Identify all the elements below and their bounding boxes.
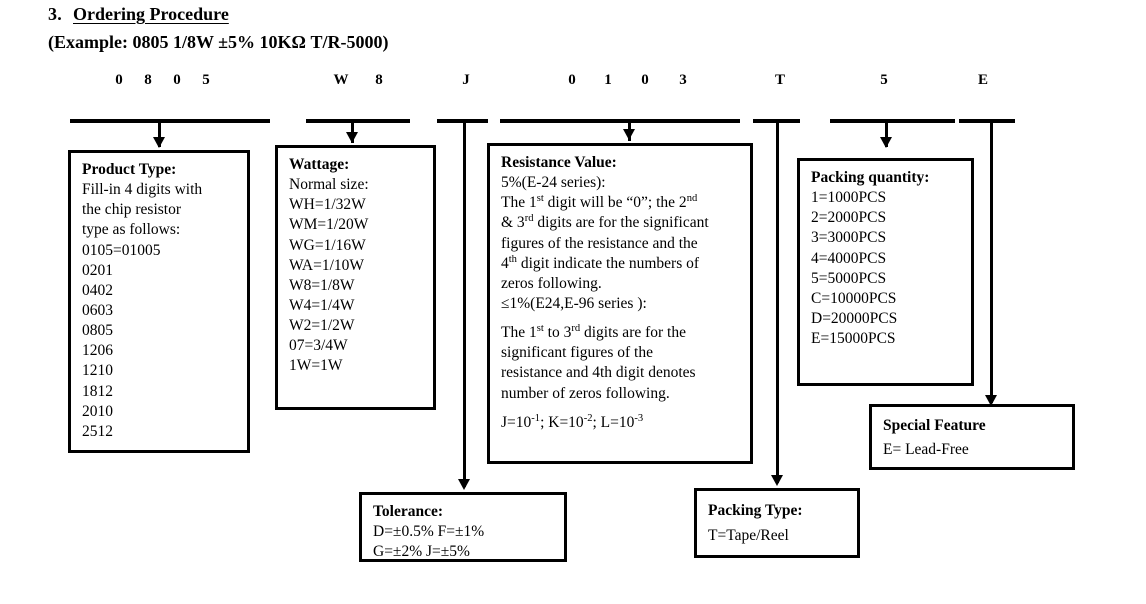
- stem-packing-quantity: [885, 119, 888, 147]
- box-line: 1=1000PCS: [811, 189, 887, 207]
- code-char: 5: [202, 72, 210, 88]
- box-line: 2=2000PCS: [811, 209, 887, 227]
- box-line: zeros following.: [501, 274, 602, 292]
- box-line: the chip resistor: [82, 201, 182, 219]
- code-char: 1: [604, 72, 612, 88]
- arrowhead-wattage: [346, 132, 358, 143]
- bracket-bar-wattage: [306, 119, 410, 123]
- box-wattage: Wattage: Normal size: WH=1/32W WM=1/20W …: [275, 145, 436, 410]
- box-tolerance: Tolerance: D=±0.5% F=±1% G=±2% J=±5%: [359, 492, 567, 562]
- arrowhead-tolerance: [458, 479, 470, 490]
- box-title-packing-quantity: Packing quantity:: [811, 169, 930, 186]
- box-line-ordinal: The 1st digit will be “0”; the 2nd: [501, 193, 698, 212]
- box-line-ordinal: 4th digit indicate the numbers of: [501, 253, 700, 272]
- arrowhead-special-feature: [985, 395, 997, 406]
- box-line: figures of the resistance and the: [501, 234, 698, 252]
- box-resistance-value: Resistance Value: 5%(E-24 series): The 1…: [487, 143, 753, 464]
- box-special-feature: Special Feature E= Lead-Free: [869, 404, 1075, 470]
- code-char: 0: [568, 72, 576, 88]
- code-char: 8: [144, 72, 152, 88]
- box-line: 0105=01005: [82, 241, 161, 259]
- box-title-tolerance: Tolerance:: [373, 503, 444, 520]
- box-line-ordinal: The 1st to 3rd digits are for the: [501, 322, 686, 342]
- box-line: 0201: [82, 261, 113, 279]
- box-line: D=±0.5% F=±1%: [373, 523, 485, 541]
- box-line: WG=1/16W: [289, 236, 366, 254]
- arrowhead-product-type: [153, 137, 165, 148]
- box-line-multipliers: J=10-1; K=10-2; L=10-3: [501, 412, 644, 431]
- box-line: D=20000PCS: [811, 309, 898, 327]
- stem-product-type: [158, 119, 161, 147]
- box-line: 07=3/4W: [289, 337, 348, 355]
- code-char: 3: [679, 72, 687, 88]
- stem-tolerance: [463, 119, 466, 487]
- example-part-number: (Example: 0805 1/8W ±5% 10KΩ T/R-5000): [48, 32, 389, 52]
- box-packing-type: Packing Type: T=Tape/Reel: [694, 488, 860, 558]
- code-char: E: [977, 72, 988, 88]
- arrowhead-resistance-value: [623, 129, 635, 140]
- bracket-bar-product-type: [70, 119, 270, 123]
- section-number: 3.: [48, 4, 62, 24]
- box-line: 5=5000PCS: [811, 269, 887, 287]
- box-line: E= Lead-Free: [883, 441, 969, 459]
- box-line: 1206: [82, 342, 113, 360]
- box-line: Fill-in 4 digits with: [82, 181, 203, 199]
- box-line: 1W=1W: [289, 357, 343, 375]
- box-line: W4=1/4W: [289, 296, 355, 314]
- box-line: type as follows:: [82, 221, 181, 239]
- code-char: 0: [115, 72, 123, 88]
- code-char: T: [774, 72, 785, 88]
- box-line: 0402: [82, 281, 113, 299]
- box-line: W2=1/2W: [289, 317, 355, 335]
- arrowhead-packing-quantity: [880, 137, 892, 148]
- box-line: WM=1/20W: [289, 216, 369, 234]
- box-line: 4=4000PCS: [811, 249, 887, 267]
- code-char: W: [333, 72, 349, 88]
- box-title-wattage: Wattage:: [289, 156, 350, 173]
- box-line: 0805: [82, 322, 113, 340]
- box-line: 2010: [82, 402, 113, 420]
- box-line: 5%(E-24 series):: [501, 174, 606, 192]
- box-line: 2512: [82, 422, 113, 440]
- box-line: Normal size:: [289, 176, 369, 194]
- code-char: 0: [641, 72, 649, 88]
- bracket-bar-special-feature: [959, 119, 1015, 123]
- box-line: WH=1/32W: [289, 196, 366, 214]
- box-product-type: Product Type: Fill-in 4 digits with the …: [68, 150, 250, 453]
- arrowhead-packing-type: [771, 475, 783, 486]
- box-line: G=±2% J=±5%: [373, 543, 470, 561]
- box-title-packing-type: Packing Type:: [708, 502, 803, 519]
- box-line: significant figures of the: [501, 344, 653, 362]
- box-line: C=10000PCS: [811, 289, 897, 307]
- box-line: E=15000PCS: [811, 330, 896, 348]
- code-char: J: [462, 72, 470, 88]
- box-line: 1812: [82, 382, 113, 400]
- bracket-bar-resistance-value: [500, 119, 740, 123]
- box-line-ordinal: & 3rd digits are for the significant: [501, 213, 709, 232]
- box-line: number of zeros following.: [501, 384, 670, 402]
- bracket-bar-tolerance: [437, 119, 488, 123]
- stem-wattage: [351, 119, 354, 143]
- box-title-special-feature: Special Feature: [883, 417, 986, 434]
- box-packing-quantity: Packing quantity: 1=1000PCS 2=2000PCS 3=…: [797, 158, 974, 386]
- box-line: 0603: [82, 301, 113, 319]
- box-line: T=Tape/Reel: [708, 527, 789, 545]
- code-char: 0: [173, 72, 181, 88]
- page-title: Ordering Procedure: [73, 4, 229, 24]
- box-line: WA=1/10W: [289, 256, 365, 274]
- box-line: resistance and 4th digit denotes: [501, 364, 696, 382]
- code-char: 8: [375, 72, 383, 88]
- stem-packing-type: [776, 119, 779, 483]
- box-line: ≤1%(E24,E-96 series ):: [501, 294, 647, 312]
- box-line: 1210: [82, 362, 113, 380]
- box-line: W8=1/8W: [289, 276, 355, 294]
- box-title-product-type: Product Type:: [82, 161, 177, 178]
- code-char: 5: [880, 72, 888, 88]
- box-line: 3=3000PCS: [811, 229, 887, 247]
- box-spacer: [501, 404, 741, 413]
- bracket-bar-packing-quantity: [830, 119, 955, 123]
- box-title-resistance-value: Resistance Value:: [501, 154, 617, 171]
- box-spacer: [501, 314, 741, 323]
- stem-special-feature: [990, 119, 993, 403]
